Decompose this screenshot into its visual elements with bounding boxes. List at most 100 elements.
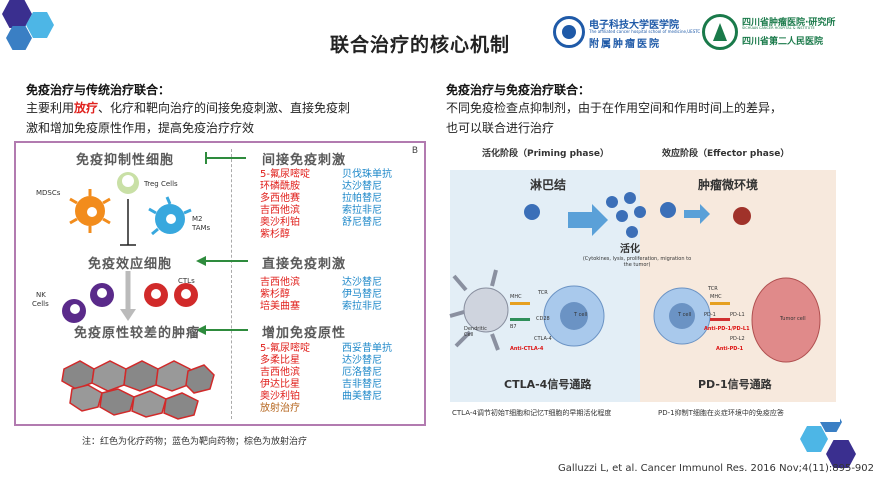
uestc-logo: 电子科技大学医学院 The affiliated cancer hospital… [553,14,700,50]
poorly-immunogenic-tumor-title: 免疫原性较差的肿瘤 [74,326,201,341]
slide-title: 联合治疗的核心机制 [329,34,510,56]
drug-list-chemo: 5-氟尿嘧啶 多柔比星 吉西他滨 伊达比星 奥沙利铂 [260,343,310,403]
indirect-stimulation-title: 间接免疫刺激 [262,153,347,168]
drug-item: 厄洛替尼 [342,367,382,378]
tcr-label: TCR [708,286,718,292]
immunosuppressive-cells-title: 免疫抑制性细胞 [76,153,175,168]
pd1-pathway-label: PD-1信号通路 [698,378,772,391]
right-section-heading: 免疫治疗与免疫治疗联合： [446,83,591,97]
mdsc-cell-icon [69,189,111,233]
nk-cell-icon [90,283,114,307]
ctl-cell-icon [174,283,198,307]
tam-cell-icon [148,196,192,236]
hospital-seal-icon [702,14,738,50]
highlight-radiotherapy: 放疗 [74,101,99,115]
nk-label: NK [36,291,46,299]
treg-label: Treg Cells [144,180,178,188]
activation-label: 活化 [620,244,640,255]
mdsc-label: MDSCs [36,189,61,197]
ctla4-label: CTLA-4 [534,336,552,342]
decor-hexagon [6,26,32,50]
para-line: 也可以联合进行治疗 [446,121,555,135]
drug-item: 奥沙利铂 [260,217,300,228]
activation-detail: (Cytokines, lysis, proliferation, migrat… [582,256,692,268]
drug-item: 多柔比星 [260,355,300,366]
sichuan-cancer-hospital-logo: 四川省肿瘤医院·研究所 SICHUAN CANCER HOSPITAL & IN… [702,12,836,52]
logo-text: 四川省肿瘤医院·研究所 [742,18,836,28]
mhc-label: MHC [510,294,522,300]
drug-item: 培美曲塞 [260,301,300,312]
decor-hexagon [800,426,828,452]
drug-item: 吉西他滨 [260,277,300,288]
ctla4-caption: CTLA-4调节初始T细胞和记忆T细胞的早期活化程度 [452,409,612,417]
drug-item: 贝伐珠单抗 [342,169,392,180]
drug-item: 达沙替尼 [342,181,382,192]
citation: Galluzzi L, et al. Cancer Immunol Res. 2… [558,463,874,474]
drug-item: 奥沙利铂 [260,391,300,402]
combination-mechanism-figure: B [14,141,426,426]
anti-pd1-pdl1-label: Anti-PD-1/PD-L1 [704,326,750,332]
drug-item: 吉西他滨 [260,367,300,378]
para-line: 主要利用放疗、化疗和靶向治疗的间接免疫刺激、直接免疫刺 [26,101,351,115]
immune-effector-cells-title: 免疫效应细胞 [88,257,173,272]
checkpoint-combination-figure: 活化阶段（Priming phase） 效应阶段（Effector phase） [446,140,840,422]
t-cell-label: T cell [574,312,588,318]
pdl2-label: PD-L2 [730,336,745,342]
drug-item: 伊马替尼 [342,289,382,300]
effector-phase-label: 效应阶段（Effector phase） [662,149,790,159]
logo-text: 附属肿瘤医院 [589,39,661,50]
drug-item: 拉帕替尼 [342,193,382,204]
checkpoint-graphics [449,192,821,363]
priming-phase-label: 活化阶段（Priming phase） [482,149,609,159]
pd1-caption: PD-1抑制T细胞在炎症环境中的免疫应答 [658,409,784,417]
direct-stimulation-title: 直接免疫刺激 [262,257,347,272]
drug-item: 环磷酰胺 [260,181,300,192]
ctl-cell-icon [144,283,168,307]
pd1-label: PD-1 [704,312,716,318]
drug-item: 达沙替尼 [342,355,382,366]
drug-list-targeted: 达沙替尼 伊马替尼 索拉非尼 [342,277,382,313]
radiation-therapy: 放射治疗 [260,403,300,414]
right-section-paragraph: 不同免疫检查点抑制剂，由于在作用空间和作用时间上的差异， 也可以联合进行治疗 [446,98,846,138]
tumor-cells-icon [61,360,215,420]
drug-list-chemo: 吉西他滨 紫杉醇 培美曲塞 [260,277,300,313]
drug-item: 多西他赛 [260,193,300,204]
logo-text: 四川省第二人民医院 [742,37,824,47]
logo-text: SICHUAN CANCER HOSPITAL & INSTITUTE [742,26,815,30]
drug-item: 5-氟尿嘧啶 [260,169,310,180]
ctla4-pathway-label: CTLA-4信号通路 [504,378,592,391]
drug-item: 达沙替尼 [342,277,382,288]
mhc-label: MHC [710,294,722,300]
anti-ctla4-label: Anti-CTLA-4 [510,346,544,352]
tumor-microenvironment-label: 肿瘤微环境 [698,178,759,192]
figure-graphics [61,152,248,420]
drug-item: 索拉非尼 [342,205,382,216]
b7-label: B7 [510,324,517,330]
m2-label: M2 [192,215,203,223]
uestc-seal-icon [553,16,585,48]
para-line: 激和增加免疫原性作用，提高免疫治疗疗效 [26,121,255,135]
drug-list-targeted: 西妥昔单抗 达沙替尼 厄洛替尼 吉非替尼 曲美替尼 [342,343,392,403]
left-section-heading: 免疫治疗与传统治疗联合： [26,83,171,97]
logo-text: 电子科技大学医学院 [589,20,679,31]
drug-item: 吉非替尼 [342,379,382,390]
drug-item: 西妥昔单抗 [342,343,392,354]
divider [231,149,232,419]
lymph-node-panel [450,170,640,402]
panel-label: B [411,146,418,156]
drug-item: 伊达比星 [260,379,300,390]
logo-text: The affiliated cancer hospital school of… [589,29,701,34]
lymph-node-label: 淋巴结 [530,178,567,192]
ctls-label: CTLs [178,277,195,285]
drug-item: 索拉非尼 [342,301,382,312]
cd28-label: CD28 [536,316,550,322]
drug-item: 紫杉醇 [260,289,290,300]
drug-item: 紫杉醇 [260,229,290,240]
increase-immunogenicity-title: 增加免疫原性 [262,326,347,341]
pdl1-label: PD-L1 [730,312,745,318]
drug-item: 曲美替尼 [342,391,382,402]
nk-label: Cells [32,300,49,308]
tumor-cell-icon [751,277,821,363]
anti-pd1-label: Anti-PD-1 [716,346,744,352]
dendritic-cell-label: Dendritic Cell [464,326,487,338]
